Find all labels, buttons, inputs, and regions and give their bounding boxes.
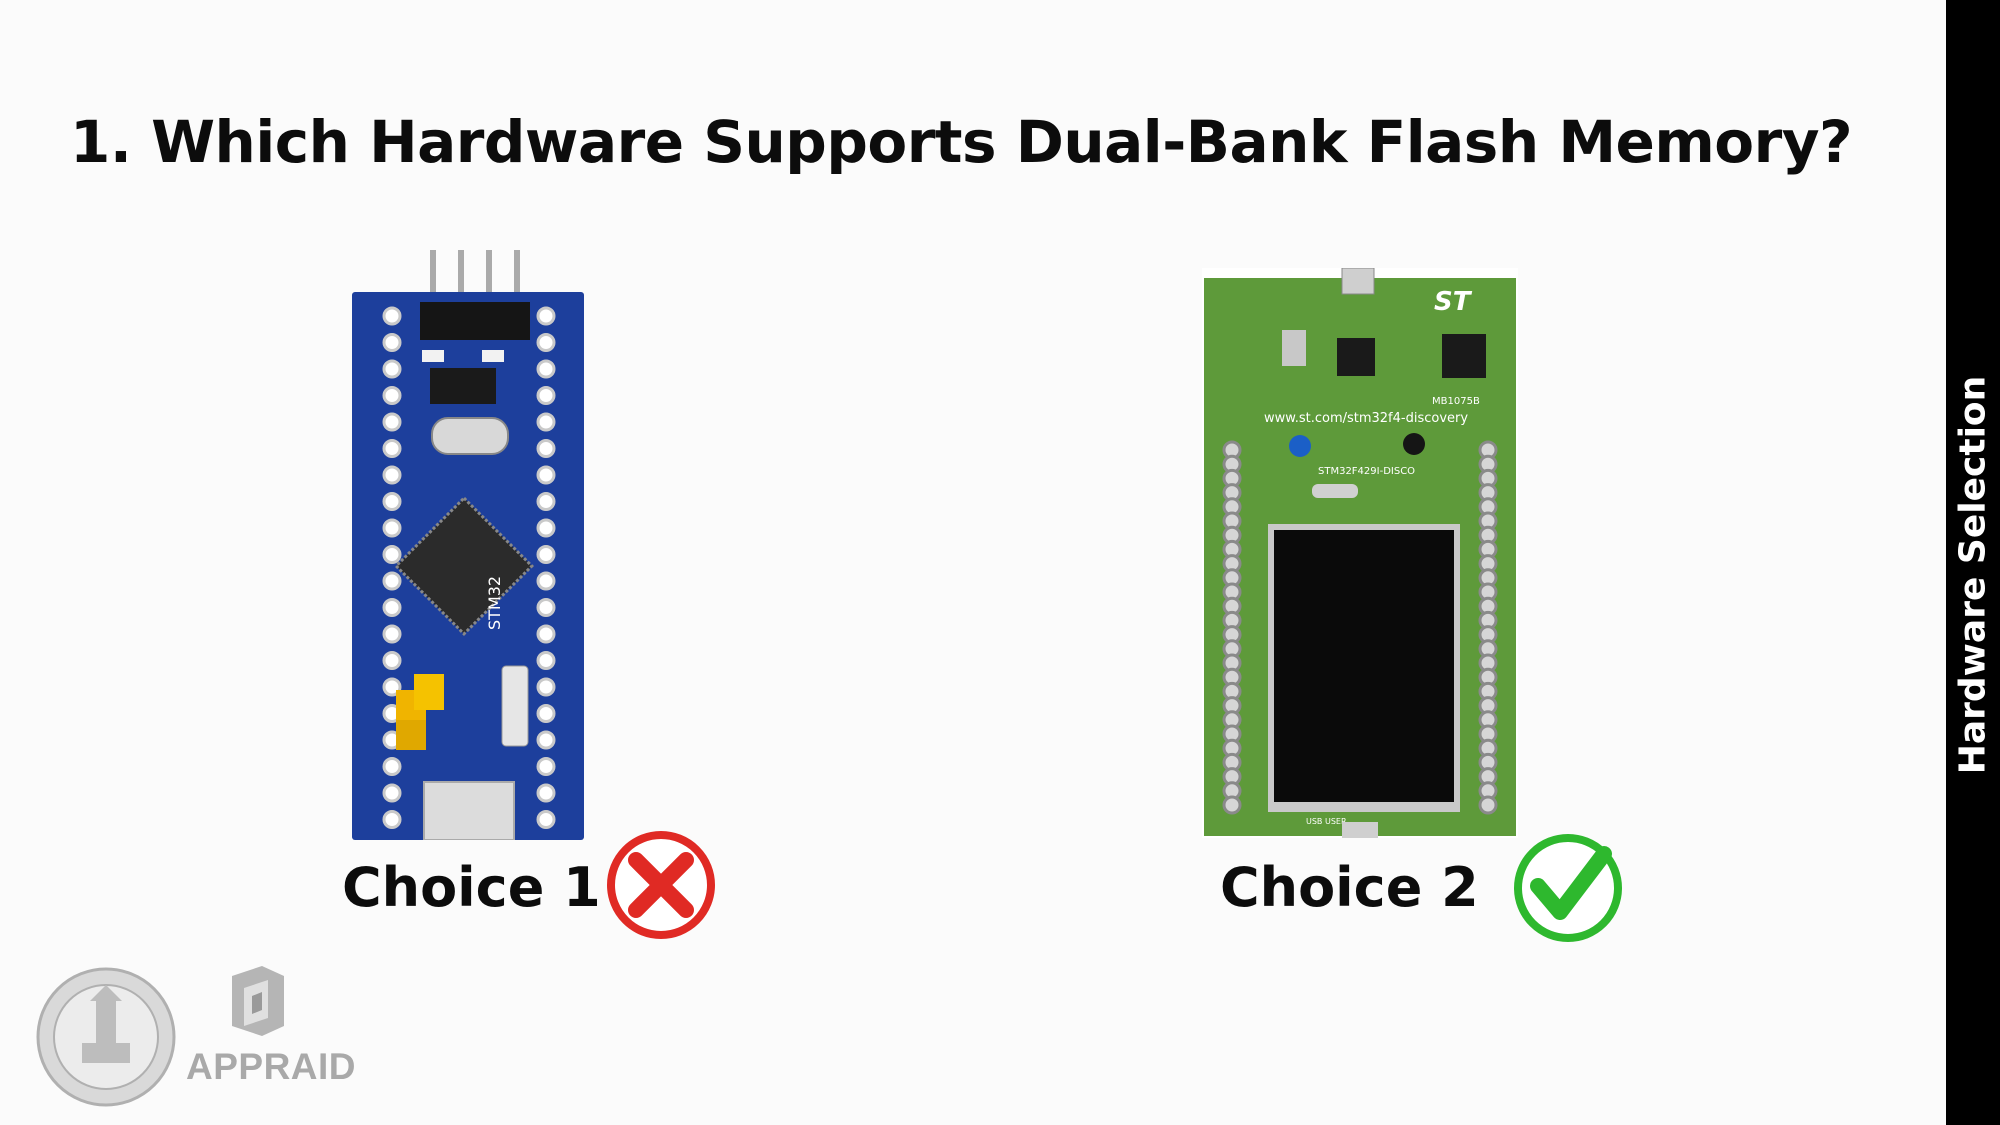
red-x-icon <box>607 831 715 939</box>
board-pin <box>536 730 556 750</box>
faculty-seal-logo <box>36 967 176 1107</box>
discovery-board-image: ST MB1075B www.st.com/stm32f4-discovery … <box>1202 268 1518 838</box>
board-pin <box>536 571 556 591</box>
green-check-icon <box>1514 834 1622 942</box>
board-pin <box>382 359 402 379</box>
choice-1-label[interactable]: Choice 1 <box>342 856 601 919</box>
board-pin <box>536 757 556 776</box>
board1-silkscreen-name: STM32 <box>485 576 504 630</box>
board-pin <box>536 492 556 511</box>
board-pin <box>382 333 402 352</box>
board-pin <box>382 492 402 511</box>
board-pin <box>382 598 402 617</box>
board2-url: www.st.com/stm32f4-discovery <box>1264 411 1468 426</box>
choice-2-label[interactable]: Choice 2 <box>1220 856 1479 919</box>
appraid-logo <box>232 966 284 1036</box>
side-section-label: Hardware Selection <box>1952 375 1994 775</box>
blue-pill-board-image: STM32 <box>352 250 584 840</box>
board-pin <box>536 412 556 432</box>
board-pin <box>536 306 556 326</box>
board-pin <box>536 545 556 564</box>
board-pin <box>382 306 402 326</box>
side-bar <box>1946 0 2000 1125</box>
slide-title: 1. Which Hardware Supports Dual-Bank Fla… <box>70 108 1853 176</box>
board-pin <box>382 810 402 829</box>
board-pin <box>382 757 402 776</box>
board-pin <box>382 439 402 458</box>
board-pin <box>382 545 402 564</box>
board-pin <box>536 810 556 829</box>
board2-part-number: MB1075B <box>1432 396 1480 407</box>
board-pin <box>536 333 556 352</box>
board-pin <box>536 465 556 485</box>
board-pin <box>382 412 402 432</box>
board-pin <box>536 624 556 644</box>
st-logo-text: ST <box>1434 287 1473 317</box>
board-pin <box>382 571 402 591</box>
board-pin <box>536 783 556 803</box>
appraid-brand-name: APPRAID <box>186 1046 357 1087</box>
board-pin <box>536 677 556 697</box>
board-pin <box>536 439 556 458</box>
board-pin <box>382 624 402 644</box>
board-pin <box>382 465 402 485</box>
board-pin <box>1478 795 1498 815</box>
board-pin <box>382 518 402 538</box>
board2-usb-label: USB USER <box>1306 817 1347 826</box>
board-pin <box>536 386 556 405</box>
board-pin <box>536 598 556 617</box>
board-pin <box>536 704 556 723</box>
board2-model: STM32F429I-DISCO <box>1318 466 1415 477</box>
board-pin <box>536 359 556 379</box>
board-pin <box>382 651 402 670</box>
board-pin <box>382 783 402 803</box>
board-pin <box>382 386 402 405</box>
board-pin <box>536 518 556 538</box>
board-pin <box>536 651 556 670</box>
board-pin <box>1222 795 1242 815</box>
